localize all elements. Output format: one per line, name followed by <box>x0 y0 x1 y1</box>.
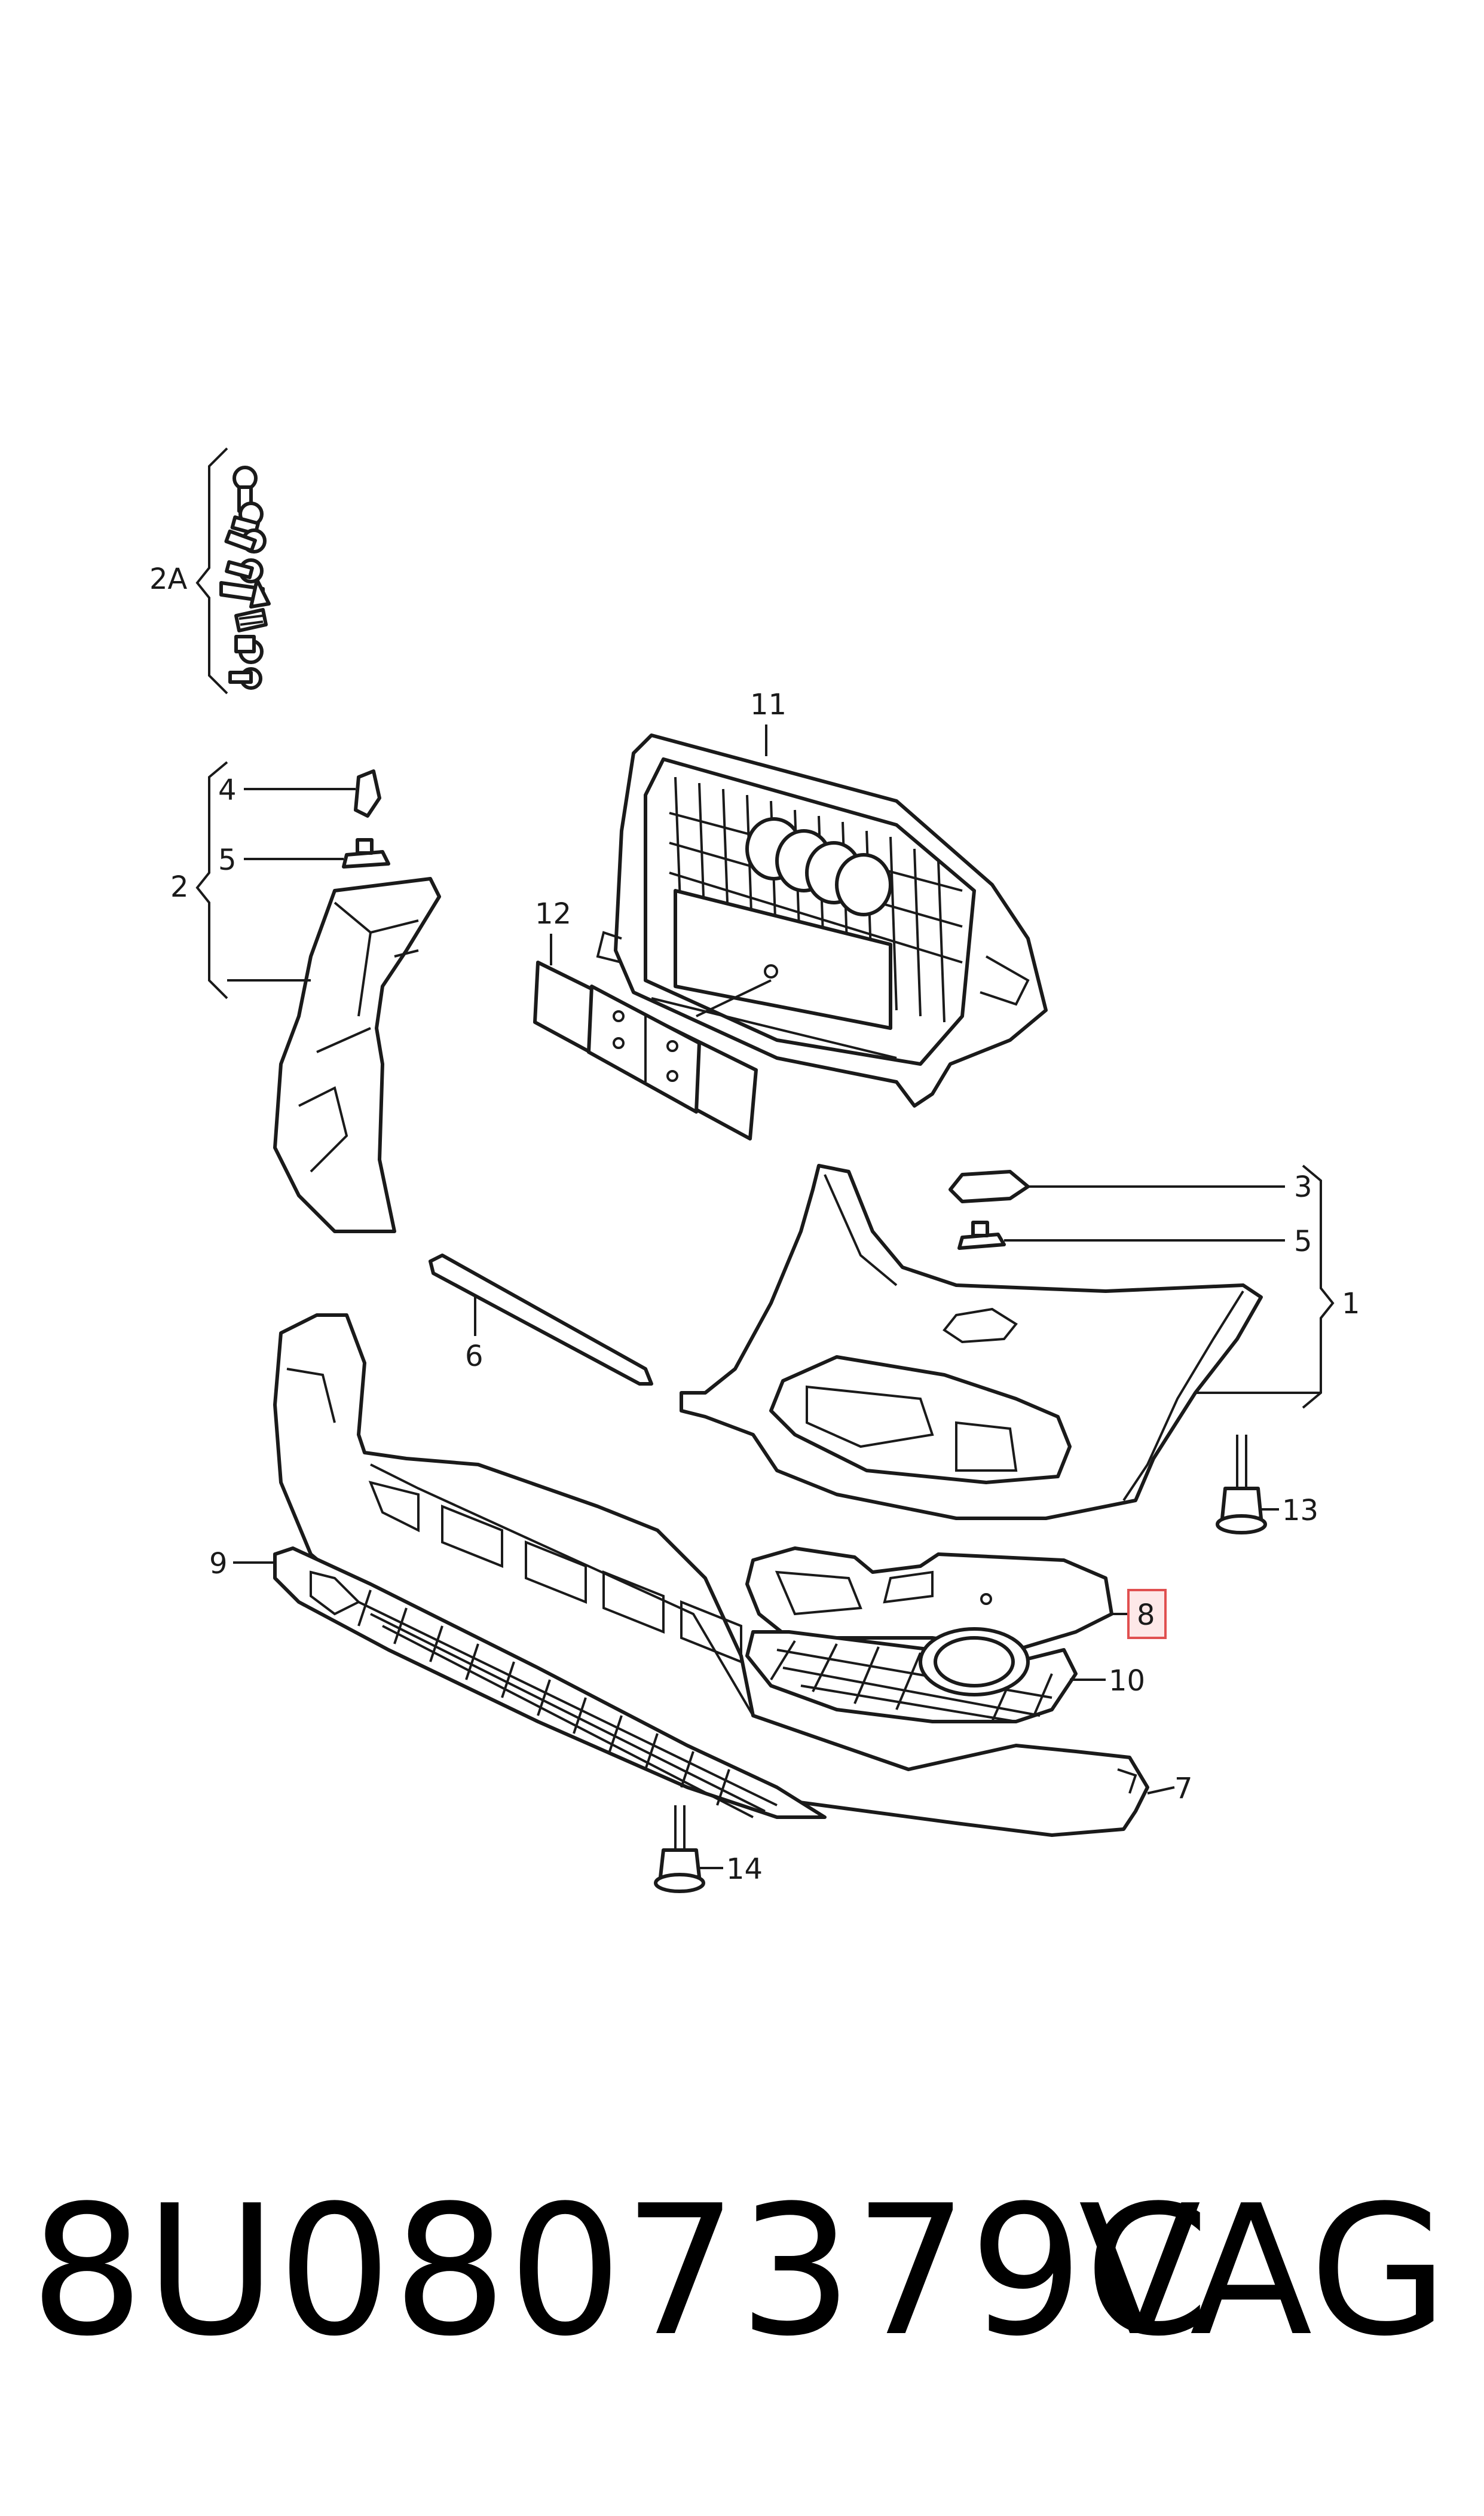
part-number: 8U0807379C <box>30 2167 1211 2376</box>
callout-4: 4 <box>218 774 237 807</box>
brand-label: VAG <box>1078 2167 1448 2376</box>
washer-cap-part-3 <box>948 1170 1285 1203</box>
fog-lamp-mesh-part-10 <box>745 1627 1106 1723</box>
fastener-set-2a: 2A <box>149 447 271 695</box>
callout-11: 11 <box>750 688 787 722</box>
exploded-parts-diagram: 2A 4 5 2 11 <box>149 447 1360 1893</box>
bolt-icon <box>225 558 264 583</box>
callout-2: 2 <box>170 870 189 904</box>
fog-lamp-frame-part-8 <box>745 1546 1128 1652</box>
four-rings-emblem-icon <box>745 817 892 916</box>
license-plate-bracket-part-12: 12 <box>533 897 772 1141</box>
fog-lamp-grille-group: 8 10 <box>745 1546 1167 1723</box>
side-bracket-group: 4 5 2 <box>170 761 441 1233</box>
screw-icon <box>219 578 271 609</box>
trim-strip-part-6: 6 <box>429 1254 653 1386</box>
callout-10: 10 <box>1109 1664 1145 1698</box>
rivet-icon <box>228 667 262 690</box>
callout-5-upper: 5 <box>218 843 237 877</box>
callout-9: 9 <box>209 1547 228 1580</box>
bolt-part-14: 14 <box>654 1805 763 1893</box>
cap-part-4 <box>244 769 381 818</box>
callout-12: 12 <box>535 897 571 931</box>
highlight-box-part-8 <box>1127 1589 1167 1639</box>
side-bracket-part-2 <box>227 877 441 1233</box>
callout-7: 7 <box>1174 1772 1193 1805</box>
clip-icon <box>234 608 268 632</box>
bumper-cover-group: 3 5 1 <box>680 1164 1360 1520</box>
callout-6: 6 <box>465 1340 484 1373</box>
bolt-icon <box>224 528 267 554</box>
callout-5-lower: 5 <box>1294 1225 1312 1258</box>
callout-8: 8 <box>1137 1598 1155 1632</box>
mesh-pattern <box>357 1589 778 1818</box>
callout-14: 14 <box>726 1852 763 1886</box>
lower-grille-insert-part-9: 9 <box>209 1546 827 1819</box>
bolt-part-13: 13 <box>1216 1435 1318 1534</box>
nut-icon <box>234 635 264 664</box>
callout-2a: 2A <box>149 562 188 596</box>
callout-3: 3 <box>1294 1170 1312 1204</box>
clip-part-5-upper <box>244 838 390 869</box>
clip-part-5-lower <box>957 1221 1285 1250</box>
callout-13: 13 <box>1282 1494 1318 1527</box>
callout-1: 1 <box>1342 1287 1360 1320</box>
part-footer: 8U0807379C VAG <box>0 2146 1484 2397</box>
front-grille-part-11: 11 <box>596 688 1048 1108</box>
